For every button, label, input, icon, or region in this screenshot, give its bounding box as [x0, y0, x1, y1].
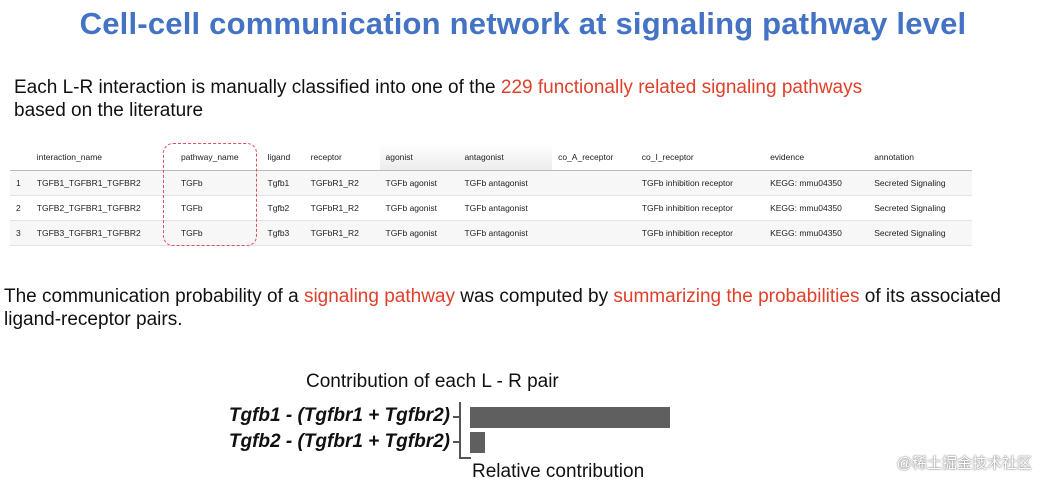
cell-agonist: TGFb agonist — [379, 195, 459, 221]
x-axis-line — [459, 457, 471, 459]
cell-pathway-name: TGFb — [174, 170, 262, 196]
col-evidence-header[interactable]: evidence — [764, 144, 869, 171]
cell-antagonist: TGFb antagonist — [458, 170, 553, 196]
col-co-a-receptor-header[interactable]: co_A_receptor — [552, 144, 636, 171]
watermark: @稀土掘金技术社区 — [896, 455, 1032, 472]
cell-receptor: TGFbR1_R2 — [304, 170, 380, 196]
chart-title: Contribution of each L - R pair — [306, 371, 559, 392]
slide-title: Cell-cell communication network at signa… — [79, 6, 967, 41]
intro-text-2: based on the literature — [14, 100, 204, 121]
cell-co-a-receptor — [552, 170, 636, 196]
cell-co-i-receptor: TGFb inhibition receptor — [635, 170, 765, 196]
table-header-row: interaction_name pathway_name ligand rec… — [10, 144, 972, 171]
cell-interaction-name: TGFB1_TGFBR1_TGFBR2 — [30, 170, 175, 196]
prob-highlight-2: summarizing the probabilities — [613, 286, 860, 307]
cell-interaction-name: TGFB2_TGFBR1_TGFBR2 — [30, 195, 175, 221]
cell-co-a-receptor — [552, 220, 636, 246]
cell-annotation: Secreted Signaling — [868, 170, 972, 196]
col-co-i-receptor-header[interactable]: co_I_receptor — [635, 144, 765, 171]
cell-ligand: Tgfb1 — [261, 170, 305, 196]
category-label: Tgfb2 - (Tgfbr1 + Tgfbr2) — [228, 431, 450, 452]
table-row: 2 TGFB2_TGFBR1_TGFBR2 TGFb Tgfb2 TGFbR1_… — [10, 195, 972, 221]
cell-index: 2 — [10, 195, 31, 221]
cell-evidence: KEGG: mmu04350 — [764, 195, 869, 221]
cell-co-i-receptor: TGFb inhibition receptor — [635, 220, 765, 246]
intro-paragraph: Each L-R interaction is manually classif… — [14, 76, 1034, 122]
cell-ligand: Tgfb2 — [261, 195, 305, 221]
y-axis-line — [459, 402, 461, 459]
intro-text: Each L-R interaction is manually classif… — [14, 77, 501, 98]
cell-antagonist: TGFb antagonist — [458, 220, 553, 246]
bar-tgfb1 — [470, 407, 670, 428]
cell-receptor: TGFbR1_R2 — [304, 220, 380, 246]
col-interaction-name-header[interactable]: interaction_name — [30, 144, 175, 171]
cell-agonist: TGFb agonist — [379, 170, 459, 196]
pathway-highlight-box — [163, 143, 257, 246]
interaction-table: interaction_name pathway_name ligand rec… — [10, 144, 972, 246]
category-label: Tgfb1 - (Tgfbr1 + Tgfbr2) — [228, 405, 450, 426]
cell-ligand: Tgfb3 — [261, 220, 305, 246]
col-agonist-header[interactable]: agonist — [379, 144, 459, 171]
col-ligand-header[interactable]: ligand — [261, 144, 305, 171]
cell-co-i-receptor: TGFb inhibition receptor — [635, 195, 765, 221]
cell-antagonist: TGFb antagonist — [458, 195, 553, 221]
y-tick — [453, 441, 459, 443]
cell-interaction-name: TGFB3_TGFBR1_TGFBR2 — [30, 220, 175, 246]
cell-evidence: KEGG: mmu04350 — [764, 170, 869, 196]
cell-index: 1 — [10, 170, 31, 196]
col-receptor-header[interactable]: receptor — [304, 144, 380, 171]
prob-highlight-1: signaling pathway — [303, 286, 455, 307]
table-row: 1 TGFB1_TGFBR1_TGFBR2 TGFb Tgfb1 TGFbR1_… — [10, 170, 972, 196]
probability-paragraph: The communication probability of a signa… — [4, 285, 1034, 331]
cell-co-a-receptor — [552, 195, 636, 221]
col-annotation-header[interactable]: annotation — [868, 144, 972, 171]
prob-text-3: of its associated ligand-receptor pairs. — [4, 286, 1001, 330]
cell-index: 3 — [10, 220, 31, 246]
prob-text-2: was computed by — [454, 286, 614, 307]
prob-text-1: The communication probability of a — [4, 286, 304, 307]
x-axis-label: Relative contribution — [472, 461, 645, 482]
cell-pathway-name: TGFb — [174, 195, 262, 221]
cell-agonist: TGFb agonist — [379, 220, 459, 246]
bar-tgfb2 — [470, 432, 485, 453]
intro-highlight: 229 functionally related signaling pathw… — [500, 77, 863, 98]
y-tick — [453, 416, 459, 418]
cell-evidence: KEGG: mmu04350 — [764, 220, 869, 246]
table-row: 3 TGFB3_TGFBR1_TGFBR2 TGFb Tgfb3 TGFbR1_… — [10, 220, 972, 246]
col-index-header — [10, 144, 31, 171]
cell-annotation: Secreted Signaling — [868, 220, 972, 246]
cell-receptor: TGFbR1_R2 — [304, 195, 380, 221]
col-antagonist-header[interactable]: antagonist — [458, 144, 553, 171]
cell-annotation: Secreted Signaling — [868, 195, 972, 221]
